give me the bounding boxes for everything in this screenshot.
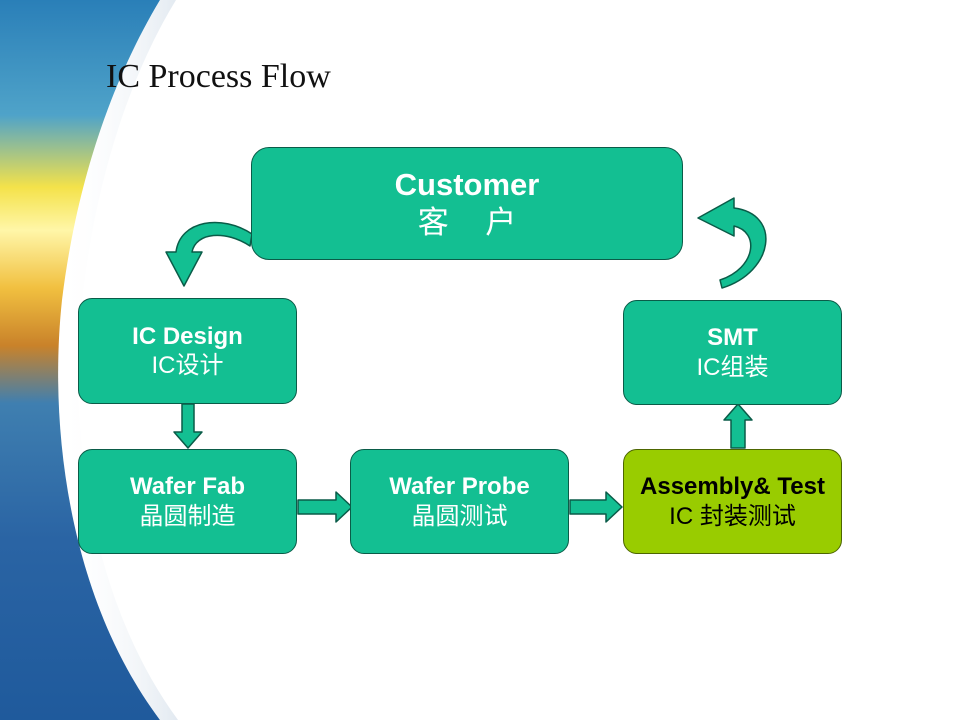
customer-label-en: Customer: [394, 166, 540, 202]
wafer-fab-label-zh: 晶圆制造: [139, 502, 236, 530]
smt-box: SMT IC组装: [623, 300, 842, 405]
wafer-probe-label-zh: 晶圆测试: [411, 502, 508, 530]
customer-box: Customer 客 户: [251, 147, 683, 260]
ic-design-box: IC Design IC设计: [78, 298, 297, 404]
wafer-probe-label-en: Wafer Probe: [389, 473, 530, 501]
assembly-test-box: Assembly& Test IC 封装测试: [623, 449, 842, 554]
assembly-test-label-zh: IC 封装测试: [669, 502, 796, 530]
arrow-probe-to-assembly: [569, 491, 623, 523]
smt-label-zh: IC组装: [696, 353, 769, 381]
wafer-fab-box: Wafer Fab 晶圆制造: [78, 449, 297, 554]
assembly-test-label-en: Assembly& Test: [640, 473, 825, 501]
curved-arrow-smt-to-customer: [697, 197, 767, 289]
arrow-fab-to-probe: [297, 491, 353, 523]
curved-arrow-customer-to-design: [165, 221, 253, 287]
customer-label-zh: 客 户: [417, 204, 531, 240]
ic-design-label-zh: IC设计: [151, 352, 224, 379]
smt-label-en: SMT: [707, 324, 758, 352]
arrow-assembly-to-smt: [723, 403, 753, 449]
ic-design-label-en: IC Design: [132, 322, 243, 350]
slide-title: IC Process Flow: [106, 58, 331, 95]
wafer-fab-label-en: Wafer Fab: [129, 473, 246, 501]
wafer-probe-box: Wafer Probe 晶圆测试: [350, 449, 569, 554]
arrow-design-to-fab: [173, 403, 203, 449]
